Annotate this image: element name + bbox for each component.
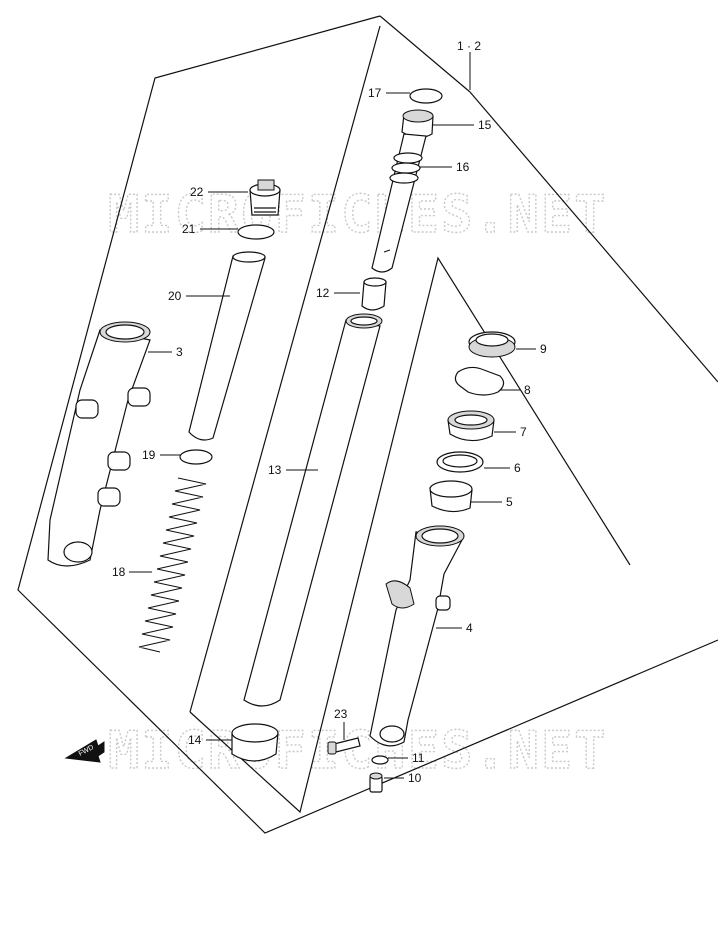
callout-4: 4 [466,621,473,635]
callout-11: 11 [412,751,425,765]
callout-7: 7 [520,425,527,439]
part-12-oil-lock-piece [361,277,387,311]
callout-3: 3 [176,345,183,359]
callout-22: 22 [190,185,204,199]
watermark-top: MICROFICHES.NET [108,185,608,245]
part-5-bushing [429,480,473,513]
part-11-gasket [371,755,389,765]
part-15-piston [401,109,434,139]
callout-8: 8 [524,383,531,397]
callout-12: 12 [316,286,330,300]
part-3-outer-tube [47,321,151,567]
callout-5: 5 [506,495,513,509]
callout-19: 19 [142,448,156,462]
callout-20: 20 [168,289,182,303]
watermark-bottom: MICROFICHES.NET [108,721,608,781]
part-4-outer-tube [369,525,465,747]
callout-10: 10 [408,771,422,785]
assembly-label: 1 · 2 [457,39,481,53]
assembly-frame [17,15,718,834]
part-20-spacer-tube [188,251,266,441]
part-10-bolt [369,772,383,793]
part-23-bolt [327,737,361,755]
part-17-snap-ring [409,88,443,104]
part-8-stopper-ring [454,366,505,396]
fwd-arrow-icon: FWD [64,739,105,763]
part-19-washer [179,449,213,465]
part-7-oil-seal [447,410,495,442]
part-16-piston-rings [389,152,423,184]
callout-9: 9 [540,342,547,356]
callout-13: 13 [268,463,282,477]
callout-14: 14 [188,733,202,747]
callout-6: 6 [514,461,521,475]
part-22-bolt [249,179,281,216]
callout-23: 23 [334,707,348,721]
callout-21: 21 [182,222,196,236]
callout-16: 16 [456,160,470,174]
part-21-o-ring [237,224,275,240]
part-6-washer [436,451,484,473]
part-18-spring [138,477,207,653]
callout-18: 18 [112,565,126,579]
part-9-dust-seal [468,331,516,358]
part-14-slide-bushing [231,723,279,762]
part-13-inner-tube [243,313,383,707]
callout-17: 17 [368,86,382,100]
callout-15: 15 [478,118,492,132]
